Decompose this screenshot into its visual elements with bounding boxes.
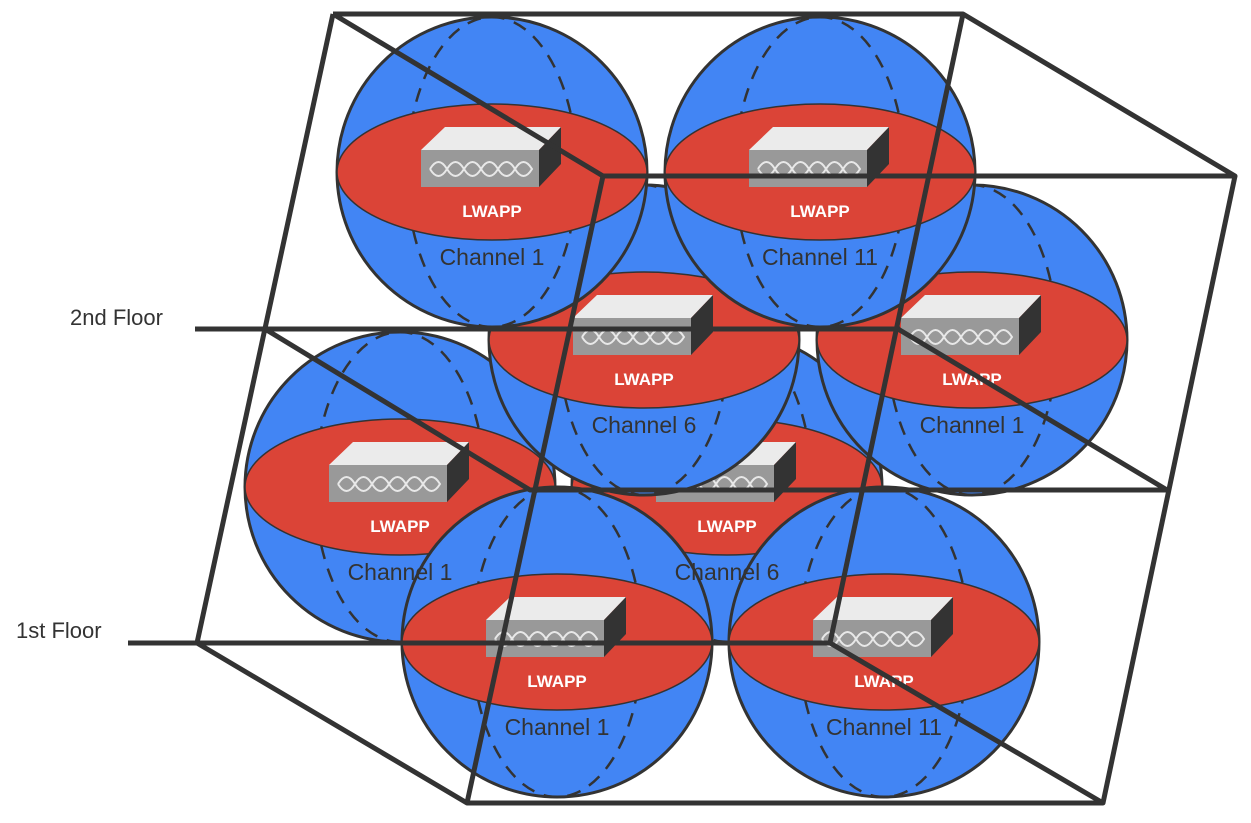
ap-label: LWAPP xyxy=(614,370,674,389)
channel-label: Channel 1 xyxy=(348,559,453,585)
channel-label: Channel 1 xyxy=(505,714,610,740)
channel-label: Channel 1 xyxy=(440,244,545,270)
access-point-icon xyxy=(573,295,713,355)
antenna-wave-icon xyxy=(821,631,926,647)
antenna-wave-icon xyxy=(429,161,534,177)
access-point-icon xyxy=(901,295,1041,355)
antenna-wave-icon xyxy=(494,631,599,647)
ap-label: LWAPP xyxy=(462,202,522,221)
channel-label: Channel 11 xyxy=(762,244,878,270)
access-point-icon xyxy=(329,442,469,502)
antenna-wave-icon xyxy=(581,329,686,345)
channel-label: Channel 6 xyxy=(592,412,697,438)
channel-label: Channel 6 xyxy=(675,559,780,585)
ap-label: LWAPP xyxy=(790,202,850,221)
first-floor-label: 1st Floor xyxy=(16,618,102,643)
antenna-wave-icon xyxy=(757,161,862,177)
building-frame xyxy=(128,11,1238,806)
ap-label: LWAPP xyxy=(697,517,757,536)
sphere-labels: Channel 6 Channel 1 Channel 6 Channel 1 Chan… xyxy=(348,244,1025,740)
channel-label: Channel 1 xyxy=(920,412,1025,438)
coverage-sphere: LWAPP xyxy=(335,15,649,329)
access-point-icon xyxy=(421,127,561,187)
ap-label: LWAPP xyxy=(370,517,430,536)
access-point-icon xyxy=(486,597,626,657)
access-point-icon xyxy=(749,127,889,187)
channel-label: Channel 11 xyxy=(826,714,942,740)
frame-edge xyxy=(263,326,1170,493)
ap-label: LWAPP xyxy=(527,672,587,691)
frame-edge xyxy=(195,640,1106,806)
antenna-wave-icon xyxy=(909,329,1014,345)
antenna-wave-icon xyxy=(337,476,442,492)
second-floor-label: 2nd Floor xyxy=(70,305,163,330)
coverage-sphere: LWAPP xyxy=(663,15,977,329)
